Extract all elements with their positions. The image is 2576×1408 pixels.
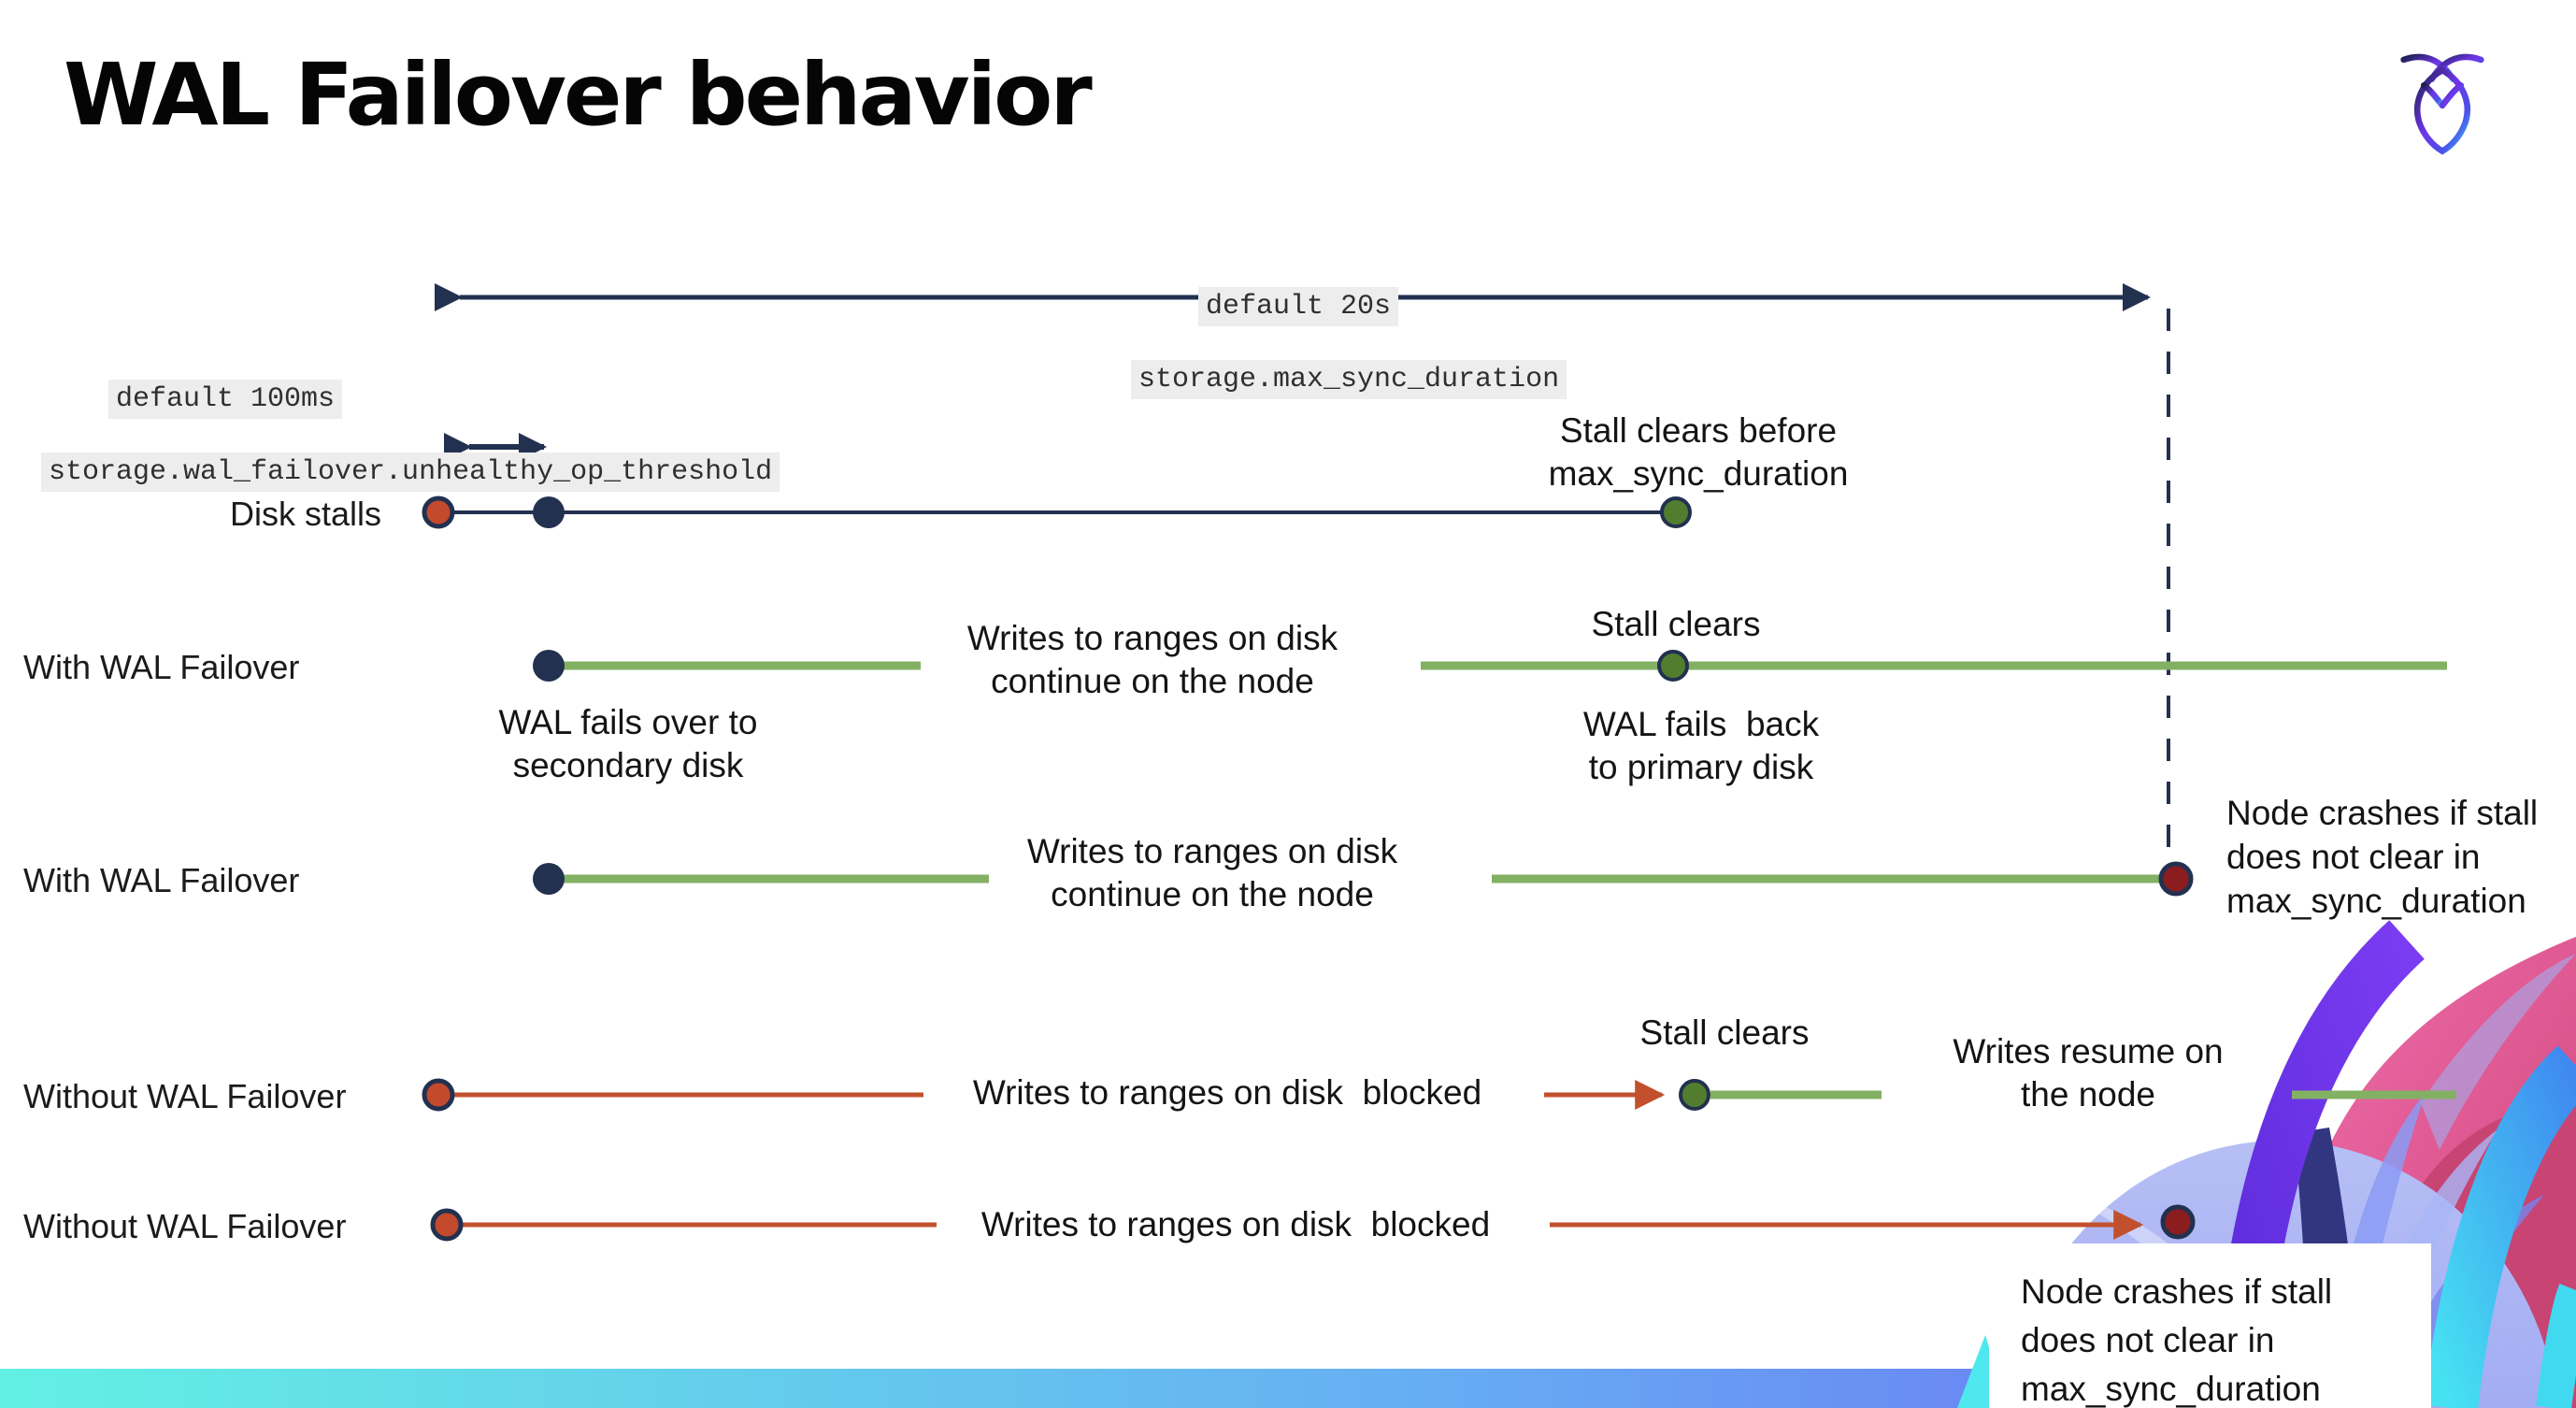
failover-dot-row2 bbox=[533, 650, 565, 682]
note-wal-fails-back: WAL fails back to primary disk bbox=[1582, 705, 1820, 786]
max-sync-setting-name: storage.max_sync_duration bbox=[1131, 360, 1567, 399]
note-writes-continue-row3: Writes to ranges on disk continue on the… bbox=[1026, 832, 1398, 913]
art-light-petal-top bbox=[2421, 954, 2576, 1150]
note-stall-clears-row4: Stall clears bbox=[1639, 1013, 1810, 1052]
row-label-with-failover-1: With WAL Failover bbox=[23, 648, 300, 686]
crash-note-row5: Node crashes if stall does not clear in … bbox=[2021, 1272, 2333, 1408]
cockroachdb-logo-icon bbox=[2400, 53, 2484, 155]
art-cyan-arch bbox=[2424, 1045, 2576, 1408]
note-stall-clears-before: Stall clears before max_sync_duration bbox=[1548, 411, 1849, 493]
note-writes-continue-row2: Writes to ranges on disk continue on the… bbox=[966, 619, 1338, 700]
failover-dot-row3 bbox=[533, 863, 565, 895]
crash-callout-box: Node crashes if stall does not clear in … bbox=[1989, 1243, 2431, 1408]
threshold-dot bbox=[533, 496, 565, 528]
note-stall-clears-row2: Stall clears bbox=[1591, 605, 1761, 643]
row-label-with-failover-2: With WAL Failover bbox=[23, 861, 300, 899]
note-writes-blocked-row4: Writes to ranges on disk blocked bbox=[972, 1073, 1482, 1112]
stall-clears-dot-row4 bbox=[1679, 1079, 1710, 1111]
crash-dot-row3 bbox=[2158, 861, 2194, 897]
note-wal-fails-over: WAL fails over to secondary disk bbox=[498, 703, 758, 784]
crash-note-row3: Node crashes if stall does not clear in … bbox=[2226, 794, 2539, 920]
note-writes-blocked-row5: Writes to ranges on disk blocked bbox=[980, 1205, 1491, 1243]
row-label-without-failover-2: Without WAL Failover bbox=[23, 1207, 347, 1245]
stall-start-dot bbox=[422, 496, 455, 529]
row-label-without-failover-1: Without WAL Failover bbox=[23, 1077, 347, 1115]
unhealthy-op-default-value: default 100ms bbox=[108, 380, 343, 419]
crash-dot-row5 bbox=[2160, 1204, 2196, 1240]
unhealthy-op-setting-name: storage.wal_failover.unhealthy_op_thresh… bbox=[41, 453, 780, 492]
note-writes-resume: Writes resume on the node bbox=[1953, 1032, 2224, 1113]
stall-clears-dot-row2 bbox=[1657, 650, 1689, 682]
stall-clears-dot-row1 bbox=[1660, 496, 1692, 528]
row-label-disk-stalls: Disk stalls bbox=[230, 495, 382, 533]
art-cyan-sliver bbox=[2536, 1283, 2576, 1408]
stall-start-dot-row5 bbox=[430, 1208, 464, 1242]
max-sync-default-value: default 20s bbox=[1198, 287, 1399, 326]
max-sync-config-label: default 20s storage.max_sync_duration bbox=[1131, 255, 1567, 465]
unhealthy-op-config-label: default 100ms storage.wal_failover.unhea… bbox=[41, 348, 780, 557]
stall-start-dot-row4 bbox=[422, 1078, 455, 1112]
page-title: WAL Failover behavior bbox=[64, 45, 1093, 145]
